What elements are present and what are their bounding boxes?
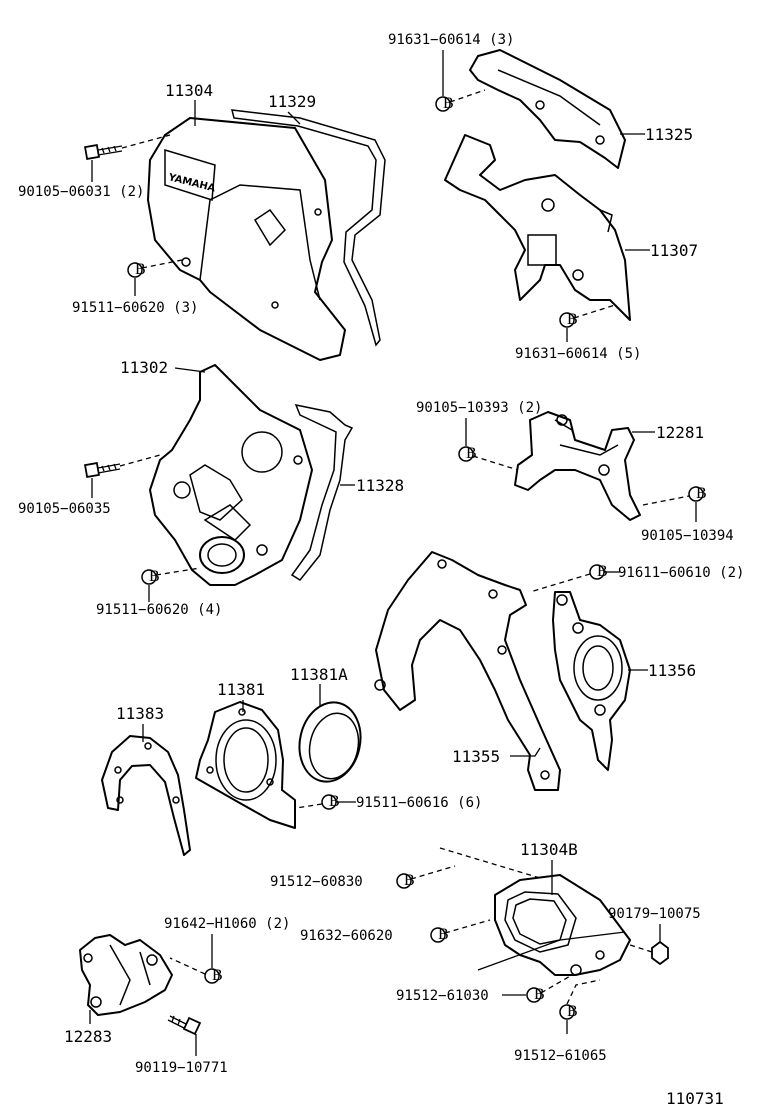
label-11304B: 11304B [520, 840, 578, 859]
diagram-number: 110731 [666, 1089, 724, 1108]
label-11325: 11325 [645, 125, 693, 144]
svg-text:B: B [438, 926, 449, 943]
oil-seal-retainer-cover [552, 591, 631, 771]
label-91512-60830: 91512−60830 [270, 874, 363, 890]
label-91642-H1060: 91642−H1060 (2) [164, 916, 290, 932]
label-91631-60614-5: 91631−60614 (5) [515, 346, 641, 362]
label-90119-10771: 90119−10771 [135, 1060, 228, 1076]
label-91511-60616: 91511−60616 (6) [356, 795, 482, 811]
rear-oil-seal-retainer [195, 701, 296, 829]
label-12281: 12281 [656, 423, 704, 442]
label-11355: 11355 [452, 747, 500, 766]
label-90105-06031: 90105−06031 (2) [18, 184, 144, 200]
svg-text:B: B [534, 986, 545, 1003]
rear-oil-seal-gasket [101, 735, 191, 856]
bolt-symbol-icon: B [458, 445, 477, 462]
label-91632-60620: 91632−60620 [300, 928, 393, 944]
svg-text:B: B [567, 1003, 578, 1020]
bolt-symbol-icon: B [435, 95, 454, 112]
label-90179-10075: 90179−10075 [608, 906, 701, 922]
engine-end-plate [374, 551, 561, 791]
bolt-symbol-icon: B [589, 563, 608, 580]
svg-text:B: B [149, 568, 160, 585]
svg-text:B: B [443, 95, 454, 112]
bolt-symbol-icon: B [127, 261, 146, 278]
bolt-symbol-icon: B [321, 793, 340, 810]
label-91511-60620-4: 91511−60620 (4) [96, 602, 222, 618]
label-11304: 11304 [165, 81, 213, 100]
label-91512-61030: 91512−61030 [396, 988, 489, 1004]
label-91511-60620-3: 91511−60620 (3) [72, 300, 198, 316]
label-90105-10394: 90105−10394 [641, 528, 734, 544]
label-11307: 11307 [650, 241, 698, 260]
generator-bracket [79, 934, 173, 1016]
label-12283: 12283 [64, 1027, 112, 1046]
label-11383: 11383 [116, 704, 164, 723]
engine-mounting-bracket [514, 411, 641, 521]
label-91512-61065: 91512−61065 [514, 1048, 607, 1064]
svg-text:B: B [212, 967, 223, 984]
label-91631-60614-3: 91631−60614 (3) [388, 32, 514, 48]
svg-text:B: B [696, 485, 707, 502]
bolt-symbol-icon: B [396, 872, 415, 889]
svg-text:B: B [329, 793, 340, 810]
bolt-symbol-icon: B [688, 485, 707, 502]
timing-belt-plate-lower [444, 134, 631, 321]
label-90105-10393: 90105−10393 (2) [416, 400, 542, 416]
bolt-90119-10771-icon [167, 1015, 202, 1036]
label-90105-06035: 90105−06035 [18, 501, 111, 517]
label-11356: 11356 [648, 661, 696, 680]
svg-text:B: B [567, 311, 578, 328]
timing-belt-cover-lower [149, 364, 354, 586]
bolt-symbol-icon: B [559, 1003, 578, 1020]
label-11302: 11302 [120, 358, 168, 377]
nut-90179-10075-icon [651, 940, 669, 966]
svg-text:B: B [466, 445, 477, 462]
bolt-symbol-icon: B [559, 311, 578, 328]
bolt-90105-06031-icon [84, 144, 123, 160]
timing-belt-cover-upper: YAMAHA [147, 109, 386, 361]
label-11381A: 11381A [290, 665, 348, 684]
bolt-symbol-icon: B [204, 967, 223, 984]
svg-text:B: B [135, 261, 146, 278]
bolt-90105-06035-icon [84, 462, 121, 478]
label-11328: 11328 [356, 476, 404, 495]
svg-text:B: B [404, 872, 415, 889]
label-91611-60610: 91611−60610 (2) [618, 565, 744, 581]
rear-oil-seal [298, 701, 362, 783]
label-11381: 11381 [217, 680, 265, 699]
bolt-symbol-icon: B [141, 568, 160, 585]
timing-belt-plate-upper [469, 49, 626, 169]
timing-belt-cover-lower-no3 [439, 847, 631, 976]
label-11329: 11329 [268, 92, 316, 111]
bolt-symbol-icon: B [526, 986, 545, 1003]
svg-text:B: B [597, 563, 608, 580]
bolt-symbol-icon: B [430, 926, 449, 943]
